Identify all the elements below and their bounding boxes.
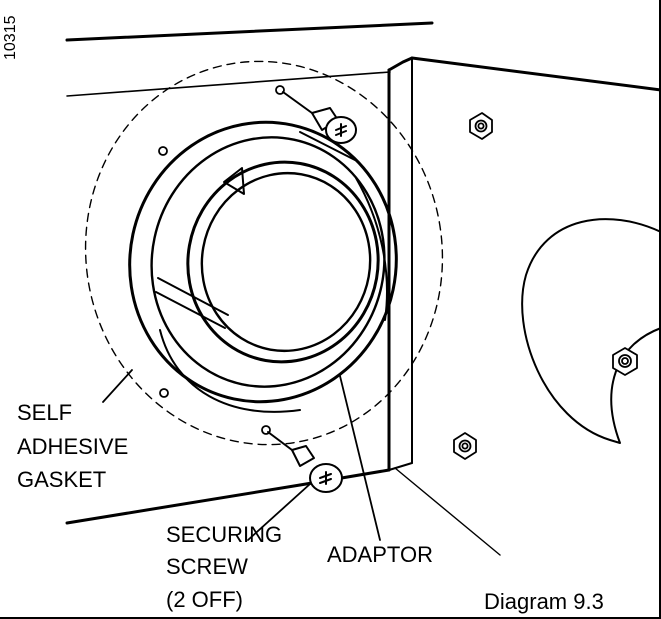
hex-nut-lower	[453, 432, 477, 460]
adaptor-ring	[128, 120, 398, 413]
gasket-hole-lower-left	[159, 388, 169, 398]
reference-code: 10315	[2, 15, 19, 61]
gasket-label-line-1: SELF	[17, 400, 73, 425]
gasket-leader-line	[102, 369, 133, 403]
adaptor-label: ADAPTOR	[327, 542, 433, 567]
lower-screw	[267, 431, 343, 493]
gasket-outline	[84, 60, 444, 446]
gasket-label-line-3: GASKET	[17, 467, 107, 492]
wall-recess-edge	[66, 71, 391, 97]
panel-cutout	[521, 218, 661, 444]
gasket-hole-upper-left	[158, 146, 168, 156]
screw-label-line-2: SCREW	[166, 554, 248, 579]
gasket-hole-bottom	[261, 425, 271, 435]
gasket-hole-top	[275, 85, 285, 95]
panel-bottom-diagonal	[394, 467, 501, 556]
hex-nut-upper	[469, 112, 493, 140]
wall-bottom-edge	[65, 483, 302, 525]
hex-nut-middle	[612, 347, 638, 376]
flue-pipe	[155, 131, 380, 364]
gasket-label-line-2: ADHESIVE	[17, 434, 129, 459]
screw-label-line-1: SECURING	[166, 522, 283, 547]
screw-leader-line	[247, 483, 311, 541]
wall-top-edge	[65, 21, 434, 42]
upper-screw	[282, 91, 357, 144]
adaptor-leader-line	[339, 375, 381, 541]
diagram-caption: Diagram 9.3	[484, 589, 604, 614]
screw-label-line-3: (2 OFF)	[166, 587, 243, 612]
